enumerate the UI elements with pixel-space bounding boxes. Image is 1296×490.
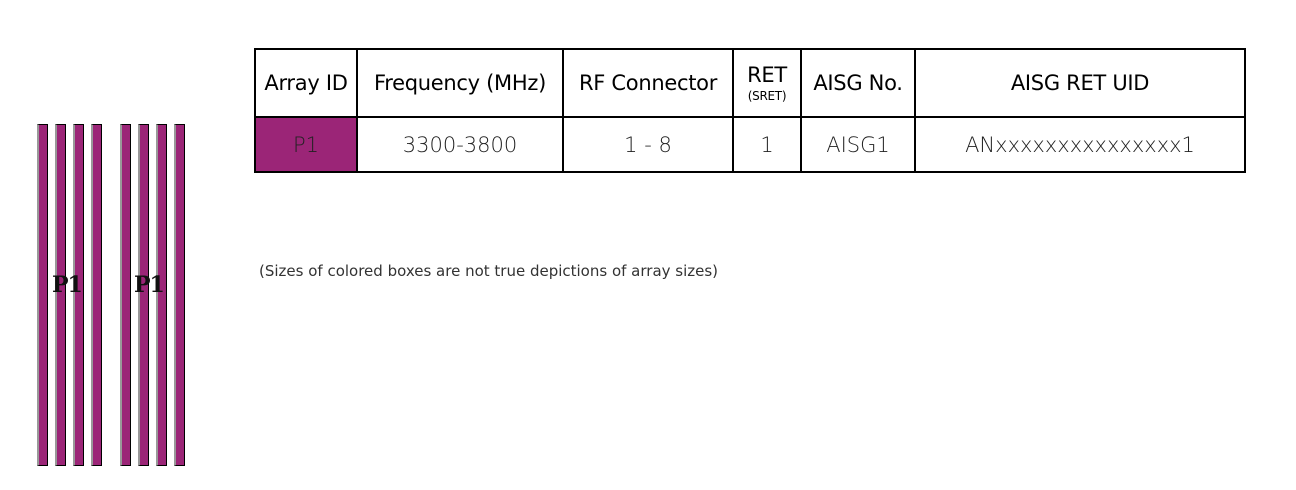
header-frequency: Frequency (MHz) bbox=[356, 48, 564, 118]
array-column bbox=[55, 124, 66, 466]
array-table: Array ID Frequency (MHz) RF Connector RE… bbox=[254, 48, 1246, 173]
header-aisg-no: AISG No. bbox=[800, 48, 916, 118]
cell-aisg-ret-uid: ANxxxxxxxxxxxxxxx1 bbox=[914, 116, 1246, 173]
size-disclaimer-note: (Sizes of colored boxes are not true dep… bbox=[259, 262, 719, 280]
header-rf-connector: RF Connector bbox=[562, 48, 734, 118]
array-column bbox=[156, 124, 167, 466]
header-ret-sublabel: (SRET) bbox=[747, 89, 787, 103]
array-column bbox=[120, 124, 131, 466]
cell-rf-connector: 1 - 8 bbox=[562, 116, 734, 173]
cell-frequency: 3300-3800 bbox=[356, 116, 564, 173]
array-column bbox=[73, 124, 84, 466]
header-aisg-ret-uid: AISG RET UID bbox=[914, 48, 1246, 118]
array-column bbox=[37, 124, 48, 466]
cell-ret: 1 bbox=[732, 116, 802, 173]
header-ret-label: RET bbox=[747, 63, 787, 87]
array-column bbox=[91, 124, 102, 466]
array-label-right: P1 bbox=[134, 272, 165, 298]
header-array-id: Array ID bbox=[254, 48, 358, 118]
header-ret: RET (SRET) bbox=[732, 48, 802, 118]
cell-aisg-no: AISG1 bbox=[800, 116, 916, 173]
array-column bbox=[174, 124, 185, 466]
cell-array-id: P1 bbox=[254, 116, 358, 173]
antenna-array-diagram: P1 P1 bbox=[35, 124, 187, 468]
table-header-row: Array ID Frequency (MHz) RF Connector RE… bbox=[254, 48, 1246, 118]
array-label-left: P1 bbox=[52, 272, 83, 298]
table-row: P1 3300-3800 1 - 8 1 AISG1 ANxxxxxxxxxxx… bbox=[254, 116, 1246, 173]
array-column bbox=[138, 124, 149, 466]
